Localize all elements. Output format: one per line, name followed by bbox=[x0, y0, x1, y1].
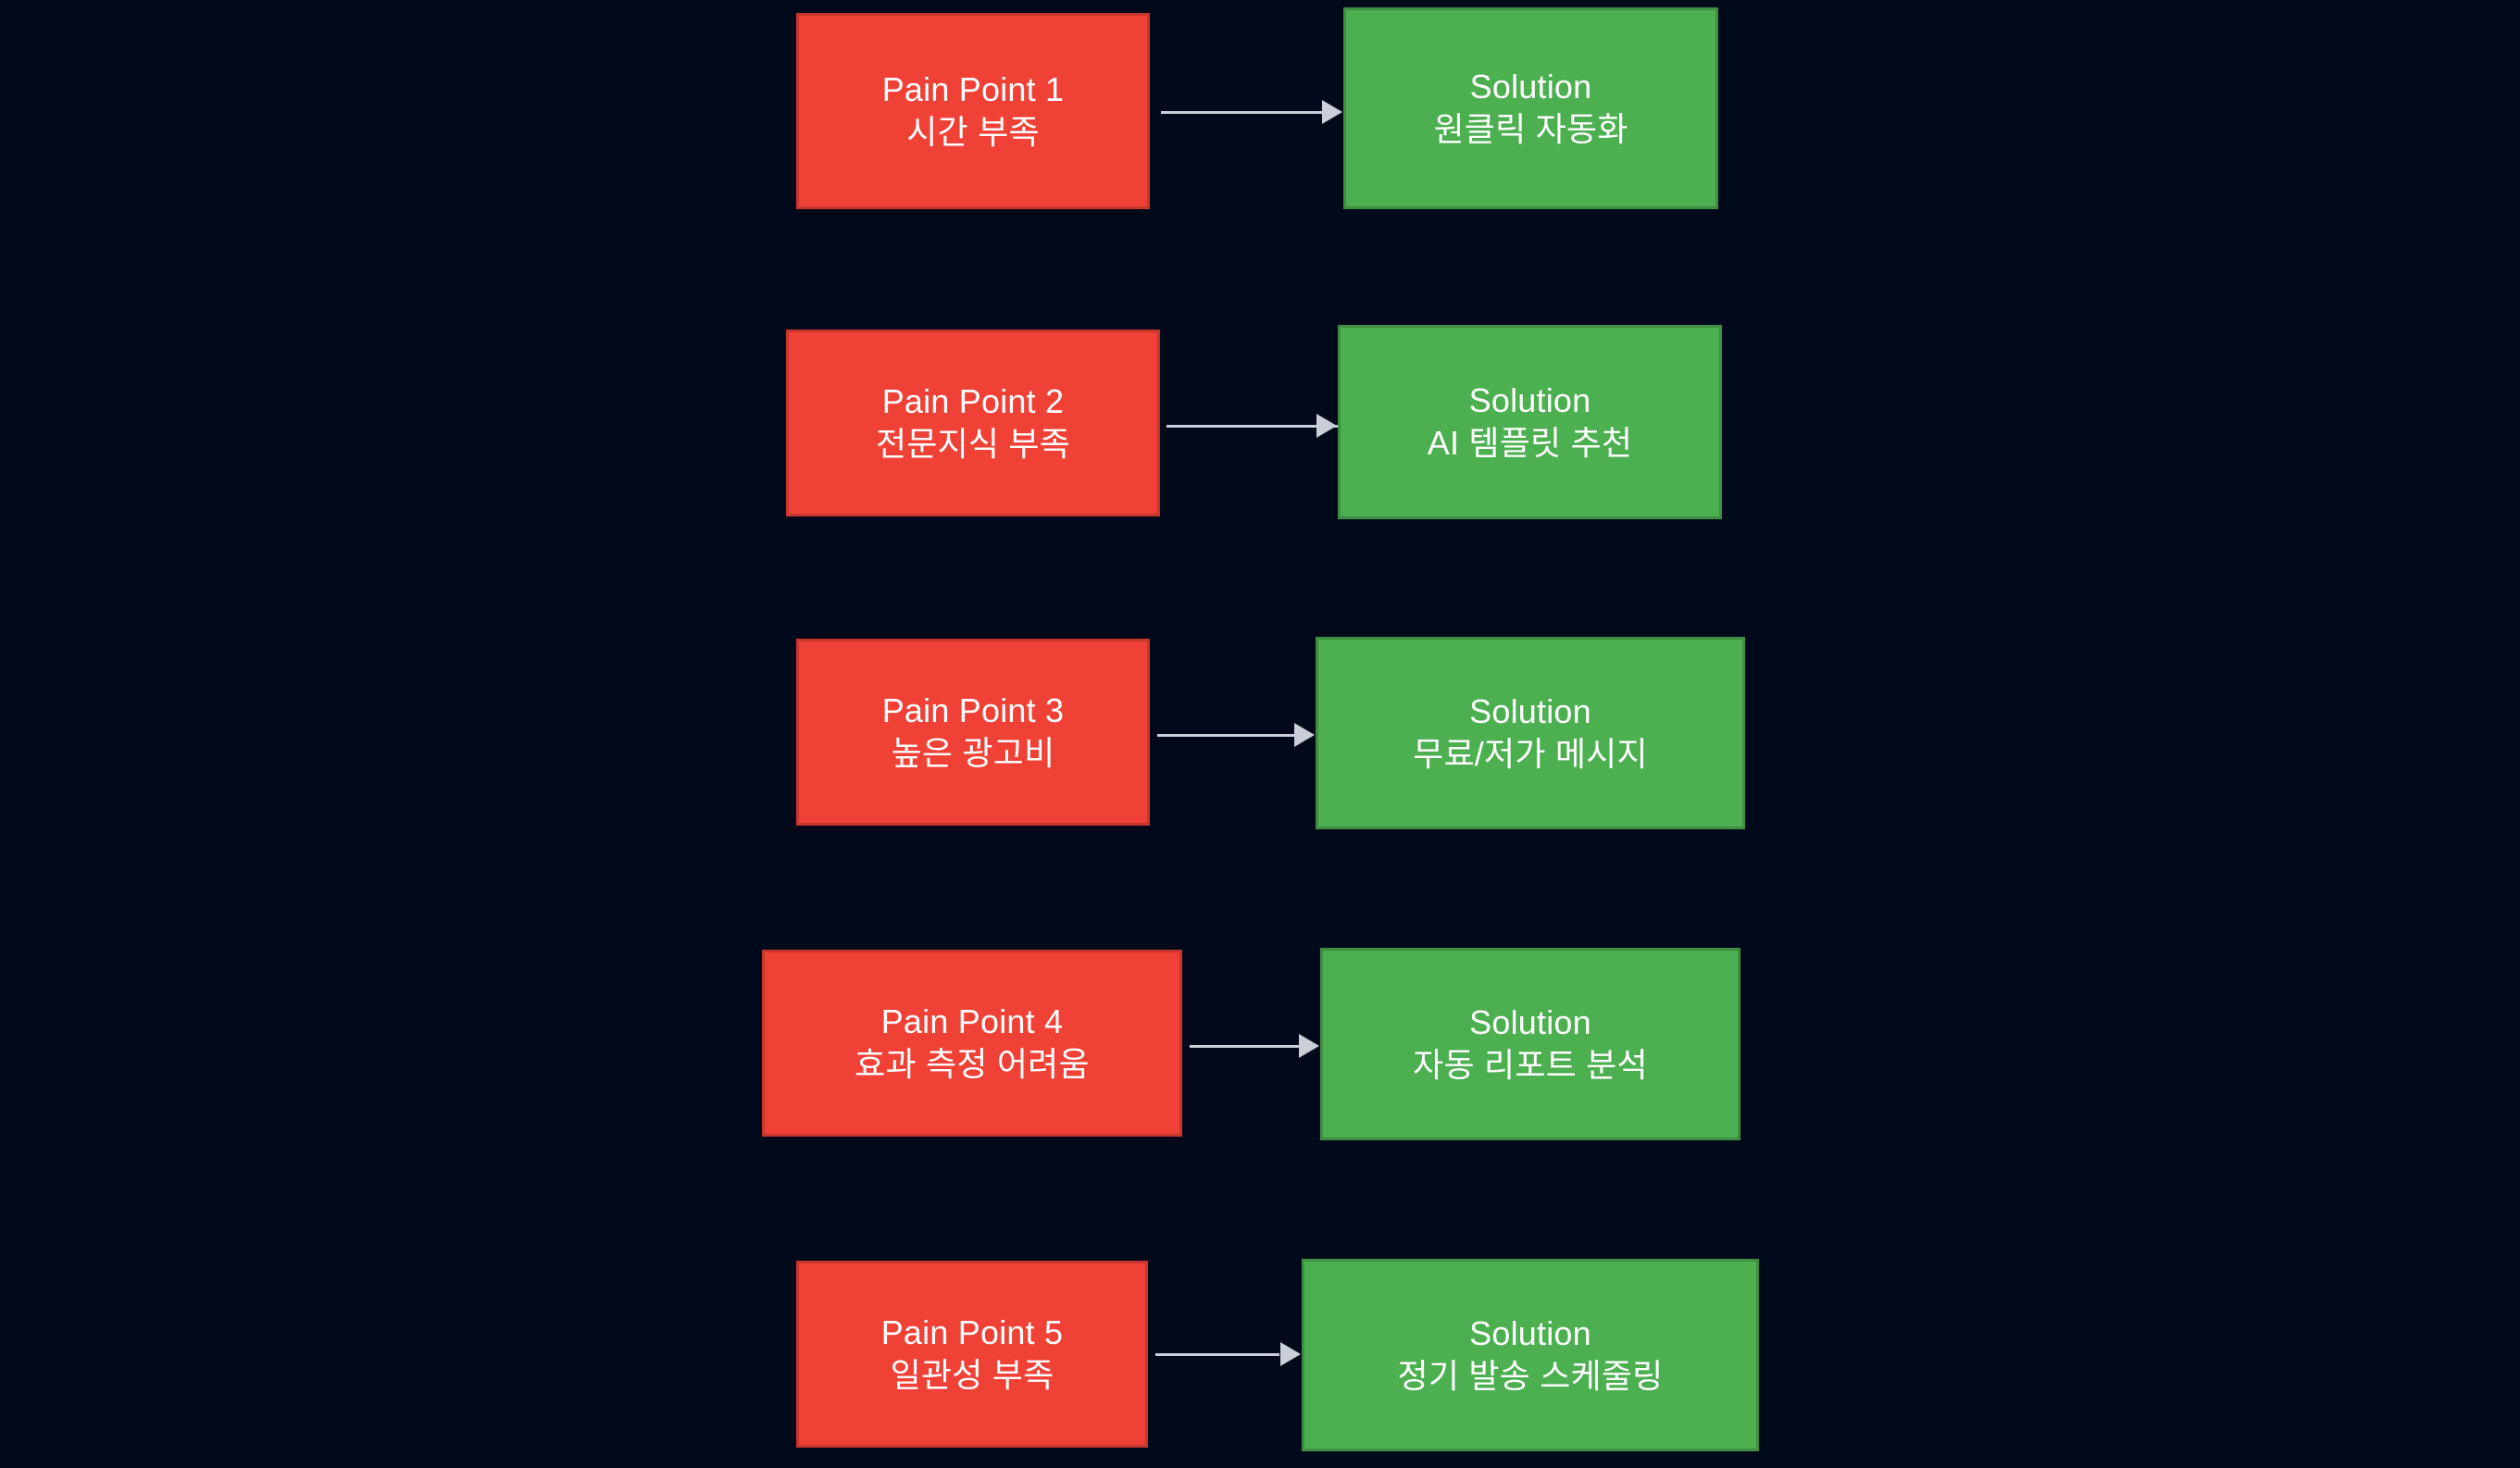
node-title: Solution bbox=[1468, 380, 1591, 419]
node-title: Pain Point 5 bbox=[880, 1312, 1064, 1351]
node-title: Solution bbox=[1469, 1002, 1591, 1041]
node-solution-5[interactable]: Solution 정기 발송 스케줄링 bbox=[1302, 1259, 1759, 1451]
node-detail: 자동 리포트 분석 bbox=[1413, 1046, 1648, 1084]
node-detail: 높은 광고비 bbox=[891, 734, 1055, 772]
arrowhead-icon-4 bbox=[1299, 1034, 1319, 1058]
arrowhead-icon-3 bbox=[1294, 723, 1315, 747]
arrowhead-icon-1 bbox=[1322, 100, 1342, 124]
node-detail: AI 템플릿 추천 bbox=[1427, 424, 1633, 462]
node-solution-1[interactable]: Solution 원클릭 자동화 bbox=[1343, 7, 1718, 209]
edge-pain-1-to-solution-1 bbox=[1161, 111, 1337, 114]
node-detail: 효과 측정 어려움 bbox=[855, 1045, 1090, 1083]
node-detail: 일관성 부족 bbox=[890, 1356, 1054, 1394]
node-solution-3[interactable]: Solution 무료/저가 메시지 bbox=[1316, 637, 1745, 829]
node-pain-point-4[interactable]: Pain Point 4 효과 측정 어려움 bbox=[762, 950, 1182, 1137]
node-detail: 전문지식 부족 bbox=[875, 425, 1071, 463]
edge-pain-3-to-solution-3 bbox=[1157, 734, 1309, 737]
edge-pain-2-to-solution-2 bbox=[1166, 425, 1338, 428]
node-solution-4[interactable]: Solution 자동 리포트 분석 bbox=[1320, 948, 1740, 1140]
node-detail: 무료/저가 메시지 bbox=[1413, 735, 1648, 773]
node-title: Solution bbox=[1469, 691, 1591, 730]
node-title: Pain Point 3 bbox=[881, 690, 1065, 729]
edge-pain-5-to-solution-5 bbox=[1155, 1353, 1279, 1356]
node-pain-point-5[interactable]: Pain Point 5 일관성 부족 bbox=[796, 1261, 1148, 1448]
node-title: Solution bbox=[1469, 67, 1592, 106]
node-detail: 원클릭 자동화 bbox=[1433, 110, 1628, 148]
node-pain-point-1[interactable]: Pain Point 1 시간 부족 bbox=[796, 13, 1150, 209]
node-pain-point-2[interactable]: Pain Point 2 전문지식 부족 bbox=[786, 330, 1160, 516]
node-title: Pain Point 1 bbox=[881, 69, 1065, 108]
node-title: Pain Point 2 bbox=[881, 381, 1065, 420]
node-title: Pain Point 4 bbox=[880, 1001, 1064, 1040]
node-detail: 시간 부족 bbox=[906, 113, 1040, 151]
arrowhead-icon-5 bbox=[1280, 1342, 1301, 1366]
node-pain-point-3[interactable]: Pain Point 3 높은 광고비 bbox=[796, 639, 1150, 826]
edge-pain-4-to-solution-4 bbox=[1190, 1045, 1314, 1048]
arrowhead-icon-2 bbox=[1316, 414, 1337, 438]
node-title: Solution bbox=[1469, 1313, 1591, 1352]
node-detail: 정기 발송 스케줄링 bbox=[1397, 1357, 1664, 1395]
node-solution-2[interactable]: Solution AI 템플릿 추천 bbox=[1338, 325, 1722, 519]
